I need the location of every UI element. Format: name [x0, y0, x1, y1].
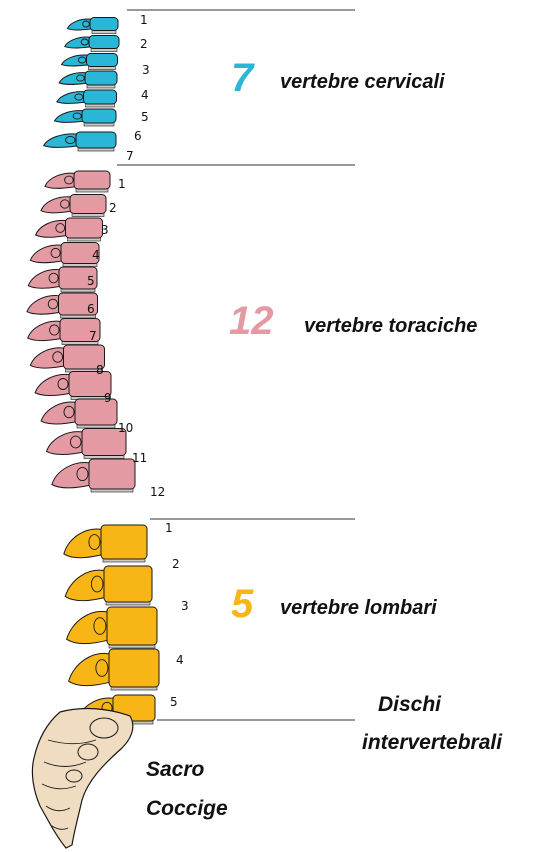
- vertebra-facet: [91, 576, 103, 592]
- vertebra-facet: [49, 273, 58, 283]
- lumbar-count: 5: [231, 582, 254, 626]
- thoracic-label: vertebre toraciche: [304, 315, 477, 337]
- vertebra-facet: [96, 660, 108, 677]
- sacrum-node: [66, 770, 82, 782]
- vertebral-body: [90, 18, 118, 31]
- discs-label-line1: Dischi: [378, 693, 442, 716]
- lumbar-vertebra-number: 2: [172, 557, 180, 571]
- cervical-vertebra-2: [65, 36, 119, 52]
- vertebra-facet: [70, 436, 81, 448]
- cervical-vertebra-number: 6: [134, 129, 142, 143]
- vertebral-body: [87, 54, 118, 67]
- vertebra-facet: [50, 325, 60, 335]
- vertebra-facet: [64, 406, 74, 417]
- vertebral-body: [89, 459, 135, 489]
- vertebral-body: [76, 132, 116, 148]
- thoracic-vertebra-3: [36, 218, 103, 241]
- vertebral-body: [101, 525, 147, 559]
- region-labels: 7 vertebre cervicali 12 vertebre toracic…: [146, 56, 503, 820]
- thoracic-vertebra-number: 7: [89, 329, 97, 343]
- cervical-count: 7: [231, 56, 255, 100]
- vertebra-facet: [65, 176, 74, 184]
- cervical-vertebra-number: 1: [140, 13, 148, 27]
- vertebra-facet: [53, 352, 63, 363]
- cervical-vertebra-6: [55, 109, 116, 126]
- lumbar-vertebra-number: 3: [181, 599, 189, 613]
- spine-illustration: [27, 18, 159, 725]
- cervical-vertebra-4: [59, 71, 117, 88]
- vertebra-facet: [48, 299, 57, 309]
- thoracic-vertebra-number: 3: [101, 223, 109, 237]
- thoracic-vertebra-1: [45, 171, 110, 192]
- cervical-vertebra-number: 3: [142, 63, 150, 77]
- lumbar-vertebra-1: [64, 525, 147, 562]
- sacrum-node: [78, 744, 98, 760]
- vertebra-facet: [66, 136, 76, 143]
- cervical-vertebra-1: [67, 18, 118, 34]
- vertebra-facet: [56, 224, 65, 233]
- vertebra-facet: [73, 113, 81, 119]
- thoracic-vertebra-number: 9: [104, 391, 112, 405]
- thoracic-vertebra-number: 12: [150, 485, 165, 499]
- vertebral-body: [66, 218, 103, 238]
- lumbar-vertebra-3: [67, 607, 157, 648]
- vertebral-body: [84, 90, 117, 104]
- thoracic-vertebra-8: [30, 345, 104, 372]
- sacrum-node: [90, 718, 118, 738]
- vertebral-body: [109, 649, 159, 687]
- vertebral-body: [104, 566, 152, 602]
- vertebral-body: [70, 195, 106, 214]
- vertebra-facet: [83, 21, 90, 27]
- cervical-vertebra-number: 5: [141, 110, 149, 124]
- lumbar-vertebra-number: 1: [165, 521, 173, 535]
- thoracic-vertebra-number: 6: [87, 302, 95, 316]
- vertebra-facet: [58, 379, 68, 390]
- thoracic-vertebra-4: [30, 243, 99, 267]
- thoracic-vertebra-number: 10: [118, 421, 133, 435]
- sacrum-coccyx-illustration: [32, 709, 132, 848]
- lumbar-label: vertebre lombari: [280, 597, 437, 619]
- cervical-vertebra-3: [61, 54, 117, 70]
- vertebral-body: [85, 71, 117, 85]
- cervical-vertebra-number: 7: [126, 149, 134, 163]
- vertebra-facet: [81, 39, 88, 45]
- lumbar-vertebra-number: 5: [170, 695, 178, 709]
- sacrum-label: Sacro: [146, 758, 205, 781]
- vertebra-facet: [75, 94, 83, 100]
- thoracic-vertebra-number: 2: [109, 201, 117, 215]
- vertebra-facet: [94, 618, 106, 635]
- thoracic-vertebra-11: [46, 429, 126, 459]
- cervical-vertebra-number: 2: [140, 37, 148, 51]
- vertebra-facet: [77, 467, 88, 480]
- thoracic-vertebra-number: 11: [132, 451, 147, 465]
- vertebra-facet: [61, 200, 70, 208]
- lumbar-vertebra-number: 4: [176, 653, 184, 667]
- thoracic-vertebra-number: 5: [87, 274, 95, 288]
- cervical-vertebra-7: [44, 132, 116, 151]
- thoracic-vertebra-12: [52, 459, 135, 492]
- vertebra-facet: [78, 57, 85, 63]
- discs-label-line2: intervertebrali: [362, 731, 503, 754]
- thoracic-vertebra-number: 4: [92, 248, 100, 262]
- cervical-vertebra-5: [57, 90, 117, 107]
- vertebral-body: [89, 36, 119, 49]
- thoracic-vertebra-2: [41, 195, 106, 217]
- thoracic-vertebra-number: 8: [96, 363, 104, 377]
- thoracic-count: 12: [229, 299, 274, 343]
- vertebra-facet: [89, 535, 100, 550]
- cervical-vertebra-number: 4: [141, 88, 149, 102]
- vertebral-body: [74, 171, 110, 189]
- vertebral-body: [82, 109, 116, 123]
- vertebral-body: [107, 607, 157, 645]
- cervical-label: vertebre cervicali: [280, 71, 445, 93]
- lumbar-vertebra-2: [65, 566, 152, 605]
- vertebra-facet: [77, 75, 85, 81]
- thoracic-vertebra-number: 1: [118, 177, 126, 191]
- lumbar-vertebra-4: [69, 649, 159, 690]
- coccyx-label: Coccige: [146, 797, 228, 820]
- vertebra-facet: [51, 248, 60, 257]
